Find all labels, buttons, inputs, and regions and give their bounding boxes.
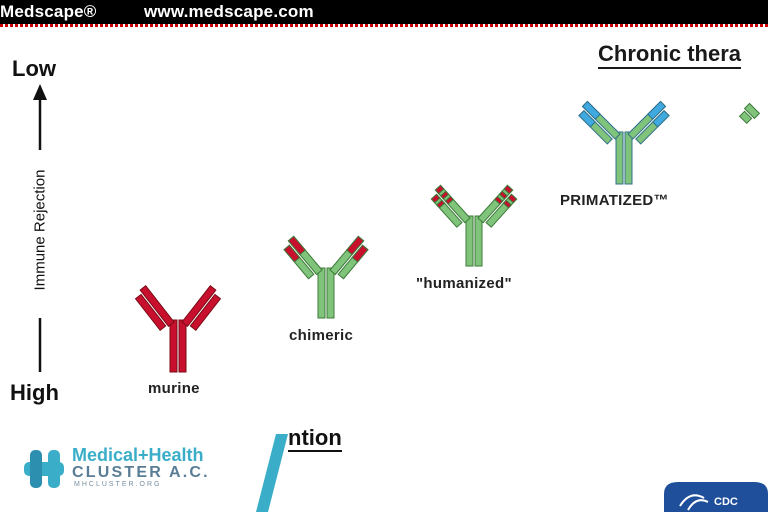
cropped-antibody bbox=[738, 102, 761, 125]
medscape-url[interactable]: www.medscape.com bbox=[144, 2, 314, 21]
header-divider bbox=[0, 24, 768, 27]
axis-high-label: High bbox=[10, 380, 59, 405]
medical-cross-icon bbox=[24, 450, 64, 488]
header-bar: Medscape® www.medscape.com bbox=[0, 0, 768, 24]
decorative-slash bbox=[256, 434, 288, 512]
cdc-logo-icon bbox=[664, 482, 768, 512]
murine-antibody bbox=[134, 285, 222, 373]
primatized-label: PRIMATIZED™ bbox=[560, 192, 669, 209]
immune-rejection-axis bbox=[33, 84, 47, 372]
humanized-label: "humanized" bbox=[416, 275, 512, 292]
axis-low-label: Low bbox=[12, 56, 56, 81]
cdc-logo-text: CDC bbox=[714, 496, 738, 508]
partial-heading: ntion bbox=[288, 425, 342, 452]
chronic-therapy-heading: Chronic thera bbox=[598, 41, 742, 69]
mhc-logo-line2: CLUSTER A.C. bbox=[72, 464, 210, 481]
mhc-logo-line1: Medical+Health bbox=[72, 445, 204, 465]
primatized-antibody bbox=[578, 100, 670, 185]
chimeric-antibody bbox=[283, 235, 369, 319]
medscape-brand: Medscape® bbox=[0, 2, 97, 21]
cdc-logo: CDC bbox=[664, 482, 768, 512]
chimeric-label: chimeric bbox=[289, 327, 354, 344]
mhc-logo-line3: MHCLUSTER.ORG bbox=[74, 481, 162, 488]
medical-health-cluster-logo: Medical+Health CLUSTER A.C. MHCLUSTER.OR… bbox=[24, 444, 224, 494]
humanized-antibody bbox=[430, 184, 518, 267]
murine-label: murine bbox=[148, 380, 200, 397]
